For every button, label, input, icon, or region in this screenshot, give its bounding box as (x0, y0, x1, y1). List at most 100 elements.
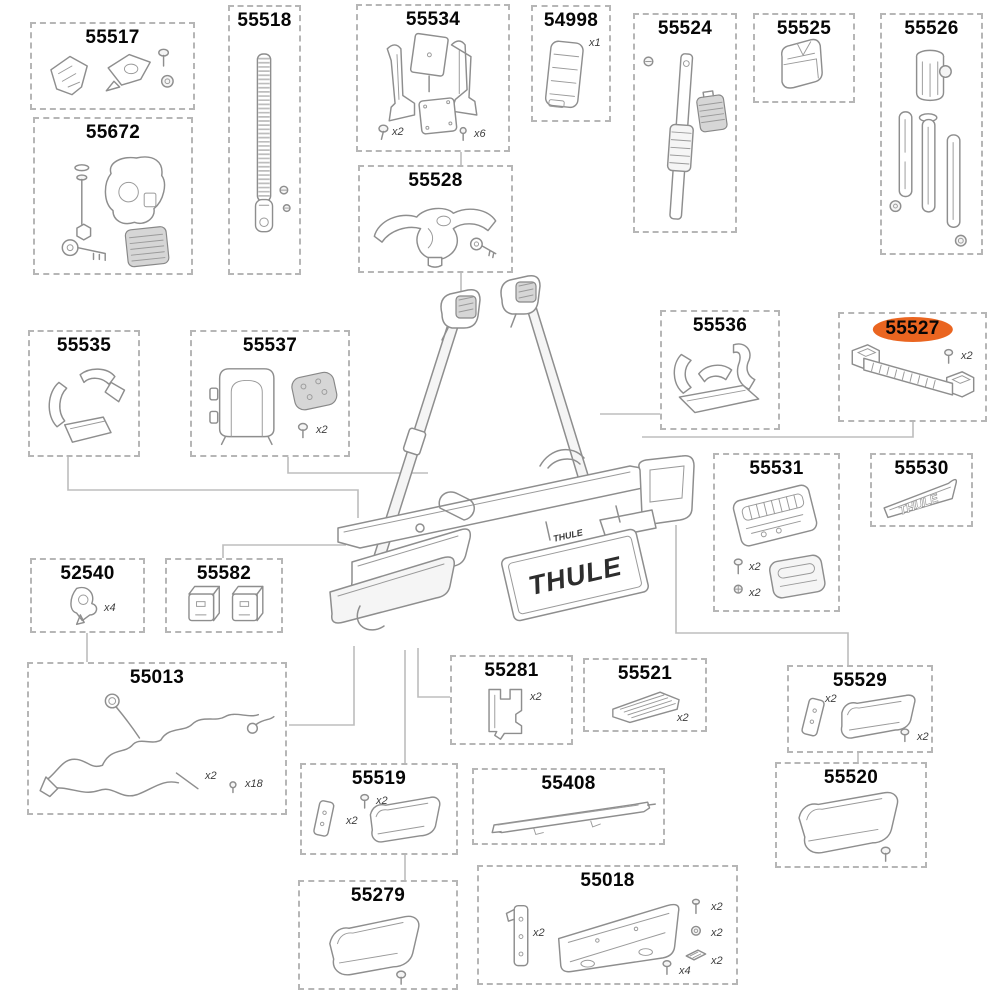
part-number-55013[interactable]: 55013 (129, 667, 185, 688)
qty-55281: x2 (530, 691, 542, 703)
part-art-55534 (378, 32, 478, 142)
part-box-55527: 55527 x2 (838, 312, 987, 422)
qty-55534-bolt: x6 (474, 128, 486, 140)
part-art-55537 (209, 368, 338, 446)
part-box-55529: 55529 x2 x2 (787, 665, 933, 753)
part-number-55279[interactable]: 55279 (350, 885, 406, 906)
qty-55521: x2 (677, 712, 689, 724)
qty-55013-cable: x2 (205, 770, 217, 782)
part-box-55518: 55518 (228, 5, 301, 275)
part-box-55408: 55408 (472, 768, 665, 845)
part-art-55408 (491, 801, 656, 836)
qty-55018-block: x2 (711, 955, 723, 967)
part-number-55672[interactable]: 55672 (85, 122, 141, 143)
part-box-55517: 55517 (30, 22, 195, 110)
part-box-55534: 55534 x2 x6 (356, 4, 510, 152)
qty-55018-bolt: x2 (711, 901, 723, 913)
part-number-55520[interactable]: 55520 (823, 767, 879, 788)
part-box-55018: 55018 x2 x2 x2 x4 x2 (477, 865, 738, 985)
part-art-55529 (801, 694, 916, 743)
part-art-54998 (544, 40, 584, 109)
part-number-55531[interactable]: 55531 (749, 458, 804, 479)
part-box-55520: 55520 (775, 762, 927, 868)
part-art-55525 (781, 38, 823, 89)
part-box-55519: 55519 x2 x2 (300, 763, 458, 855)
qty-55531-screw: x2 (749, 561, 761, 573)
part-number-55530[interactable]: 55530 (894, 458, 949, 479)
part-box-54998: 54998 x1 (531, 5, 611, 122)
rack-illustration: THULE THULE (329, 274, 695, 631)
part-art-55281 (488, 688, 523, 740)
part-art-55521 (612, 691, 680, 724)
part-box-55279: 55279 (298, 880, 458, 990)
part-art-55526 (889, 49, 967, 247)
qty-55527: x2 (961, 350, 973, 362)
part-number-52540[interactable]: 52540 (60, 563, 115, 584)
part-art-55520 (798, 791, 899, 862)
part-art-55013 (39, 693, 275, 798)
part-box-55521: 55521 x2 (583, 658, 707, 732)
part-number-55518[interactable]: 55518 (237, 10, 292, 31)
part-box-55281: 55281 x2 (450, 655, 573, 745)
part-art-55519 (313, 793, 441, 843)
part-art-55517 (50, 48, 174, 96)
part-number-54998[interactable]: 54998 (543, 10, 599, 31)
part-box-55013: 55013 x2 x18 (27, 662, 287, 815)
qty-55013-clips: x18 (245, 778, 263, 790)
qty-55534-screw: x2 (392, 126, 404, 138)
part-number-55582[interactable]: 55582 (196, 563, 252, 584)
part-box-55536: 55536 (660, 310, 780, 430)
part-art-55536 (673, 343, 760, 414)
part-box-55524: 55524 (633, 13, 737, 233)
part-number-55517[interactable]: 55517 (85, 27, 140, 48)
part-box-55582: 55582 (165, 558, 283, 633)
part-art-55279 (329, 915, 420, 985)
part-art-55582 (188, 585, 264, 622)
part-art-55535 (48, 368, 126, 443)
part-number-55408[interactable]: 55408 (541, 773, 596, 794)
qty-55018-screw: x4 (679, 965, 691, 977)
part-number-55521[interactable]: 55521 (617, 663, 673, 684)
qty-55531-nut: x2 (749, 587, 761, 599)
part-box-55530: THULE 55530 (870, 453, 973, 527)
part-number-55281[interactable]: 55281 (484, 660, 539, 681)
part-number-55519[interactable]: 55519 (351, 768, 407, 789)
part-number-55529[interactable]: 55529 (832, 670, 888, 691)
part-number-55536[interactable]: 55536 (692, 315, 748, 336)
part-box-52540: 52540 x4 (30, 558, 145, 633)
part-number-55534[interactable]: 55534 (405, 9, 461, 30)
part-art-55524 (643, 53, 728, 220)
qty-54998: x1 (589, 37, 601, 49)
part-box-55535: 55535 (28, 330, 140, 457)
part-box-55531: 55531 x2 x2 (713, 453, 840, 612)
part-art-55018 (505, 898, 707, 976)
part-box-55537: 55537 x2 (190, 330, 350, 457)
part-number-55525[interactable]: 55525 (776, 18, 832, 39)
qty-55537: x2 (316, 424, 328, 436)
part-number-55018[interactable]: 55018 (580, 870, 635, 891)
qty-52540: x4 (104, 602, 116, 614)
part-number-55527[interactable]: 55527 (872, 317, 953, 342)
qty-55529-pad: x2 (825, 693, 837, 705)
part-box-55672: 55672 (33, 117, 193, 275)
qty-55529-screw: x2 (917, 731, 929, 743)
part-art-55518 (254, 53, 291, 233)
qty-55519-screw: x2 (376, 795, 388, 807)
part-art-52540 (70, 586, 98, 626)
part-art-55530: THULE (883, 478, 958, 518)
part-art-55672 (61, 156, 170, 268)
part-number-55528[interactable]: 55528 (408, 170, 463, 191)
rack-licence-plate: THULE THULE (501, 527, 649, 622)
part-number-55526[interactable]: 55526 (904, 18, 959, 39)
qty-55018-nut: x2 (711, 927, 723, 939)
part-box-55526: 55526 (880, 13, 983, 255)
part-number-55535[interactable]: 55535 (56, 335, 112, 356)
part-box-55525: 55525 (753, 13, 855, 103)
part-number-55537[interactable]: 55537 (242, 335, 298, 356)
qty-55018-bracket: x2 (533, 927, 545, 939)
qty-55519-pad: x2 (346, 815, 358, 827)
part-number-55524[interactable]: 55524 (657, 18, 713, 39)
part-art-55531 (732, 484, 826, 599)
